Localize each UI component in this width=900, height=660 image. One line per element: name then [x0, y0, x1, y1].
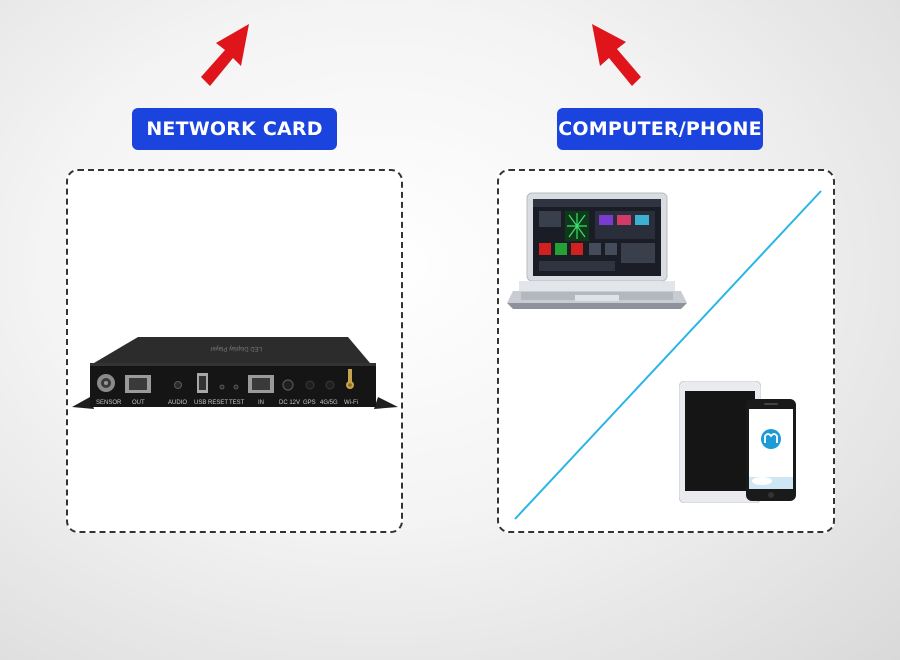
laptop-icon — [507, 192, 687, 309]
reset-button — [219, 384, 225, 390]
gps-port — [305, 380, 315, 390]
svg-text:USB: USB — [194, 400, 206, 406]
led-player-device-image: LED Display Player SEN — [72, 337, 398, 409]
4g-port — [325, 380, 335, 390]
svg-text:RESET: RESET — [208, 400, 228, 406]
computer-phone-panel — [497, 169, 835, 533]
svg-text:SENSOR: SENSOR — [96, 400, 122, 406]
red-arrow-left-icon — [201, 24, 249, 86]
network-card-panel: LED Display Player SEN — [66, 169, 403, 533]
phone-icon — [746, 399, 796, 501]
svg-text:TEST: TEST — [229, 400, 245, 406]
red-arrow-right-icon — [592, 24, 641, 86]
computer-phone-label: COMPUTER/PHONE — [557, 108, 763, 150]
audio-port — [174, 381, 182, 389]
svg-text:Wi-Fi: Wi-Fi — [344, 400, 358, 406]
svg-text:4G/5G: 4G/5G — [320, 400, 338, 406]
test-button — [233, 384, 239, 390]
svg-text:GPS: GPS — [303, 400, 316, 406]
dc-port — [282, 379, 294, 391]
svg-text:DC 12V: DC 12V — [279, 400, 300, 406]
usb-port — [197, 373, 208, 393]
svg-text:IN: IN — [258, 400, 264, 406]
device-top-text: LED Display Player — [210, 345, 262, 351]
diagonal-divider-line — [514, 190, 822, 520]
svg-text:OUT: OUT — [132, 400, 145, 406]
wifi-antenna — [346, 369, 354, 389]
tablet-icon — [679, 381, 761, 503]
svg-text:AUDIO: AUDIO — [168, 400, 187, 406]
in-rj45-port — [248, 375, 274, 393]
sensor-port — [97, 374, 115, 392]
out-rj45-port — [125, 375, 151, 393]
network-card-label: NETWORK CARD — [132, 108, 337, 150]
